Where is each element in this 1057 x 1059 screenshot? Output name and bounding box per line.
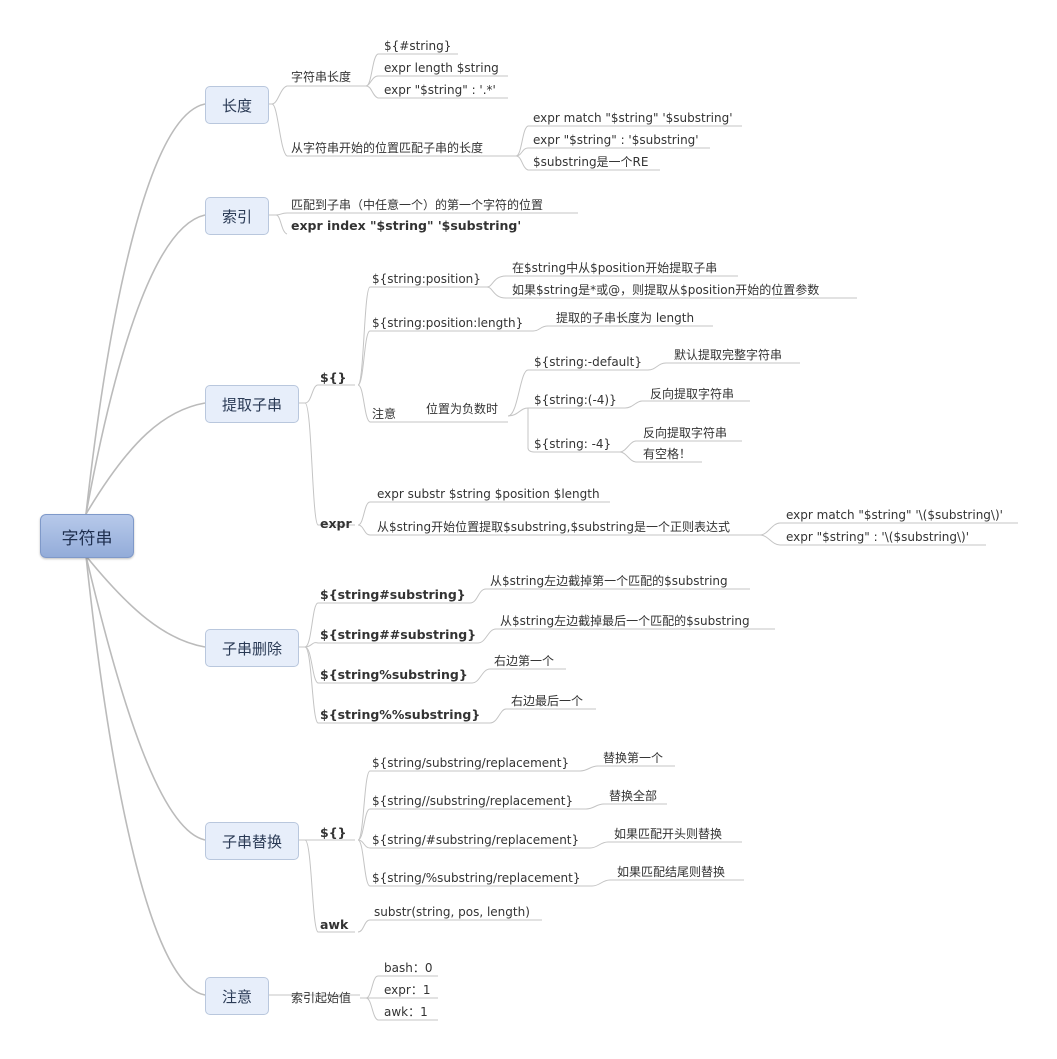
length-match-length[interactable]: 从字符串开始的位置匹配子串的长度 [291,141,484,155]
replace-pattern[interactable]: ${string//substring/replacement} [372,794,574,808]
topic-length[interactable]: 长度 [205,86,269,124]
extract-position[interactable]: ${string:position} [372,272,481,286]
extract-regex-item[interactable]: expr match "$string" '\($substring\)' [786,508,1003,522]
topic-extract[interactable]: 提取子串 [205,385,299,423]
topic-replace[interactable]: 子串替换 [205,822,299,860]
length-match-item[interactable]: $substring是一个RE [533,155,649,169]
replace-pattern[interactable]: ${string/substring/replacement} [372,756,570,770]
extract-regex[interactable]: 从$string开始位置提取$substring,$substring是一个正则… [377,520,731,534]
extract-position-length[interactable]: ${string:position:length} [372,316,524,330]
extract-expr[interactable]: expr [320,516,352,531]
note-item[interactable]: bash：0 [384,961,433,975]
extract-paren[interactable]: ${string:(-4)} [534,393,617,407]
root-topic[interactable]: 字符串 [40,514,134,558]
length-match-item[interactable]: expr match "$string" '$substring' [533,111,733,125]
extract-space-note[interactable]: 反向提取字符串 [643,426,728,440]
replace-desc[interactable]: 如果匹配结尾则替换 [617,865,726,879]
replace-awk[interactable]: awk [320,917,349,932]
extract-regex-item[interactable]: expr "$string" : '\($substring\)' [786,530,970,544]
replace-pattern[interactable]: ${string/%substring/replacement} [372,871,581,885]
extract-position-note[interactable]: 如果$string是*或@，则提取从$position开始的位置参数 [512,283,820,297]
extract-position-note[interactable]: 在$string中从$position开始提取子串 [512,261,718,275]
extract-space[interactable]: ${string: -4} [534,437,612,451]
delete-desc[interactable]: 右边第一个 [494,654,555,668]
delete-desc[interactable]: 右边最后一个 [511,694,584,708]
replace-awk-item[interactable]: substr(string, pos, length) [374,905,530,919]
note-start-index[interactable]: 索引起始值 [291,991,352,1005]
replace-pattern[interactable]: ${string/#substring/replacement} [372,833,580,847]
topic-delete[interactable]: 子串删除 [205,629,299,667]
length-item[interactable]: expr length $string [384,61,499,75]
topic-index[interactable]: 索引 [205,197,269,235]
delete-pattern[interactable]: ${string#substring} [320,587,466,602]
note-item[interactable]: expr：1 [384,983,431,997]
delete-pattern[interactable]: ${string%%substring} [320,707,481,722]
replace-desc[interactable]: 替换全部 [609,789,658,803]
replace-brace[interactable]: ${} [320,825,347,840]
replace-desc[interactable]: 替换第一个 [603,751,664,765]
extract-brace[interactable]: ${} [320,370,347,385]
extract-space-note[interactable]: 有空格！ [643,447,692,461]
delete-pattern[interactable]: ${string##substring} [320,627,477,642]
extract-paren-note[interactable]: 反向提取字符串 [650,387,735,401]
extract-note[interactable]: 注意 [372,407,397,421]
delete-desc[interactable]: 从$string左边截掉第一个匹配的$substring [490,574,728,588]
topic-note[interactable]: 注意 [205,977,269,1015]
replace-desc[interactable]: 如果匹配开头则替换 [614,827,723,841]
length-item[interactable]: ${#string} [384,39,452,53]
index-desc[interactable]: 匹配到子串（中任意一个）的第一个字符的位置 [291,198,544,212]
length-string-length[interactable]: 字符串长度 [291,70,352,84]
extract-default[interactable]: ${string:-default} [534,355,642,369]
delete-pattern[interactable]: ${string%substring} [320,667,468,682]
note-item[interactable]: awk：1 [384,1005,428,1019]
extract-negative[interactable]: 位置为负数时 [426,402,499,416]
index-expr[interactable]: expr index "$string" '$substring' [291,218,522,233]
delete-desc[interactable]: 从$string左边截掉最后一个匹配的$substring [500,614,750,628]
extract-default-note[interactable]: 默认提取完整字符串 [674,348,783,362]
length-item[interactable]: expr "$string" : '.*' [384,83,496,97]
length-match-item[interactable]: expr "$string" : '$substring' [533,133,699,147]
extract-substr[interactable]: expr substr $string $position $length [377,487,600,501]
extract-position-length-note[interactable]: 提取的子串长度为 length [556,311,695,325]
